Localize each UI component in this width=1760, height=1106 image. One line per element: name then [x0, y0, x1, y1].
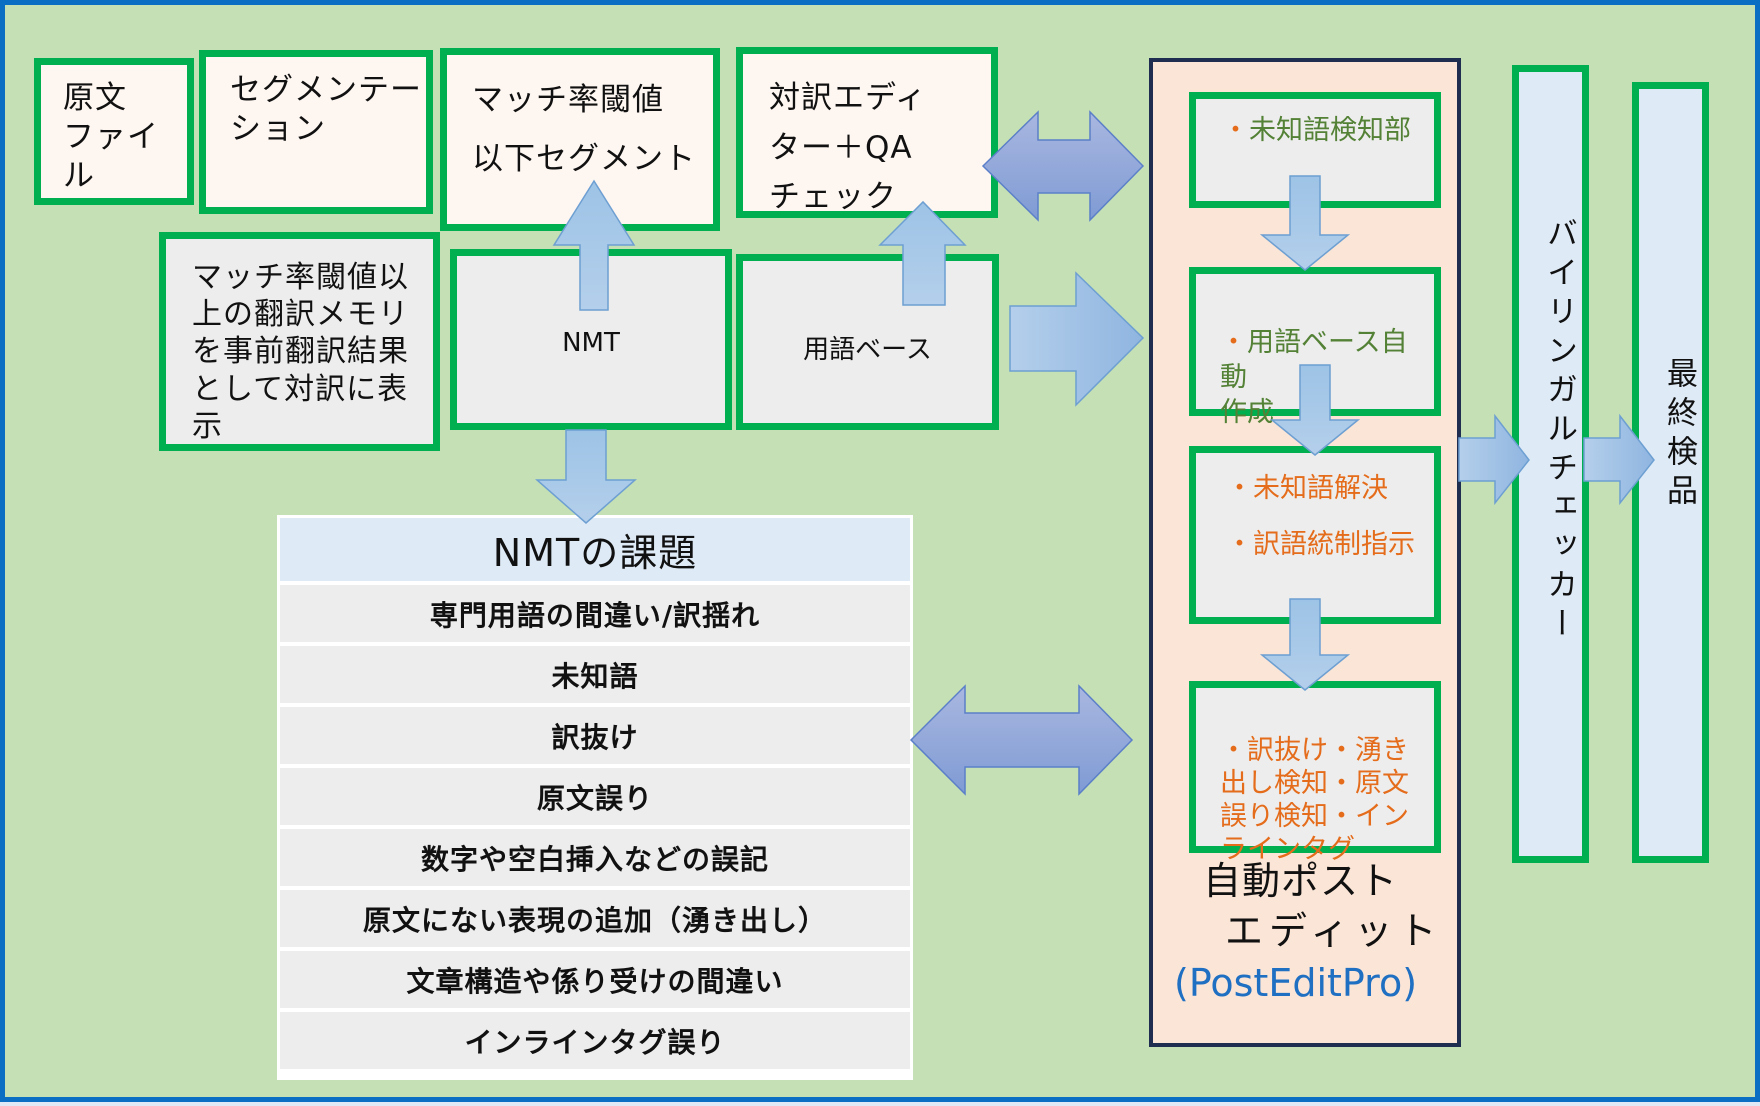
step3a-label: 未知語解決 [1253, 473, 1388, 504]
final-inspection-box: 最終検品 [1632, 82, 1709, 863]
postedit-step-termbase-auto: ・用語ベース自動 作成 [1189, 267, 1441, 428]
segmentation-box: セグメンテー ション [199, 50, 433, 214]
final-inspection-label: 最終検品 [1661, 357, 1697, 513]
termbase-box: 用語ベース [736, 254, 999, 430]
postedit-step-resolution: ・未知語解決 ・訳語統制指示 [1189, 446, 1441, 624]
nmt-issue-row: 文章構造や係り受けの間違い [280, 951, 910, 1008]
below-threshold-label: マッチ率閾値 以下セグメント [472, 82, 696, 177]
nmt-issue-row: インラインタグ誤り [280, 1012, 910, 1069]
postedit-step-detection: ・訳抜け・湧き 出し検知・原文 誤り検知・イン ラインタグ [1189, 681, 1441, 865]
above-threshold-tm-box: マッチ率閾値以 上の翻訳メモリ を事前翻訳結果 として対訳に表 示 [159, 232, 440, 451]
nmt-issue-row: 原文にない表現の追加（湧き出し） [280, 890, 910, 947]
bilingual-checker-box: バイリンガルチェッカー [1512, 65, 1589, 863]
bullet-icon: ・ [1220, 734, 1247, 766]
bullet-icon: ・ [1220, 327, 1247, 359]
nmt-issue-row: 数字や空白挿入などの誤記 [280, 829, 910, 886]
nmt-issues-table: NMTの課題 専門用語の間違い/訳揺れ 未知語 訳抜け 原文誤り 数字や空白挿入… [277, 515, 913, 1080]
step4-label: 訳抜け・湧き 出し検知・原文 誤り検知・イン ラインタグ [1220, 734, 1409, 865]
postedit-step-unknown-word-detection: ・未知語検知部 [1189, 92, 1441, 208]
nmt-issue-row: 訳抜け [280, 707, 910, 764]
below-threshold-box: マッチ率閾値 以下セグメント [440, 48, 720, 231]
bilingual-checker-label: バイリンガルチェッカー [1541, 217, 1577, 646]
step1-label: 未知語検知部 [1249, 115, 1411, 146]
nmt-issue-row: 未知語 [280, 646, 910, 703]
bullet-icon: ・ [1222, 115, 1249, 146]
step3b-label: 訳語統制指示 [1253, 529, 1415, 560]
bullet-icon: ・ [1226, 473, 1253, 504]
nmt-issue-row: 原文誤り [280, 768, 910, 825]
segmentation-label: セグメンテー ション [230, 72, 422, 147]
bullet-icon: ・ [1226, 529, 1253, 560]
above-threshold-tm-label: マッチ率閾値以 上の翻訳メモリ を事前翻訳結果 として対訳に表 示 [192, 260, 409, 444]
bilingual-editor-label: 対訳エディ ター＋QA チェック [769, 80, 927, 216]
source-file-label: 原文 ファイ ル [63, 80, 159, 194]
step2-label: 用語ベース自動 作成 [1220, 327, 1408, 429]
source-file-box: 原文 ファイ ル [34, 58, 194, 205]
nmt-box: NMT [450, 249, 732, 430]
nmt-issue-row: 専門用語の間違い/訳揺れ [280, 585, 910, 642]
nmt-label: NMT [562, 327, 620, 358]
postedit-brand: (PostEditPro) [1174, 961, 1418, 1005]
postedit-title-line2: エディット [1225, 909, 1443, 953]
postedit-title-line1: 自動ポスト [1203, 859, 1399, 903]
nmt-issues-title: NMTの課題 [280, 518, 910, 581]
termbase-label: 用語ベース [803, 334, 932, 365]
bilingual-editor-box: 対訳エディ ター＋QA チェック [736, 47, 998, 218]
